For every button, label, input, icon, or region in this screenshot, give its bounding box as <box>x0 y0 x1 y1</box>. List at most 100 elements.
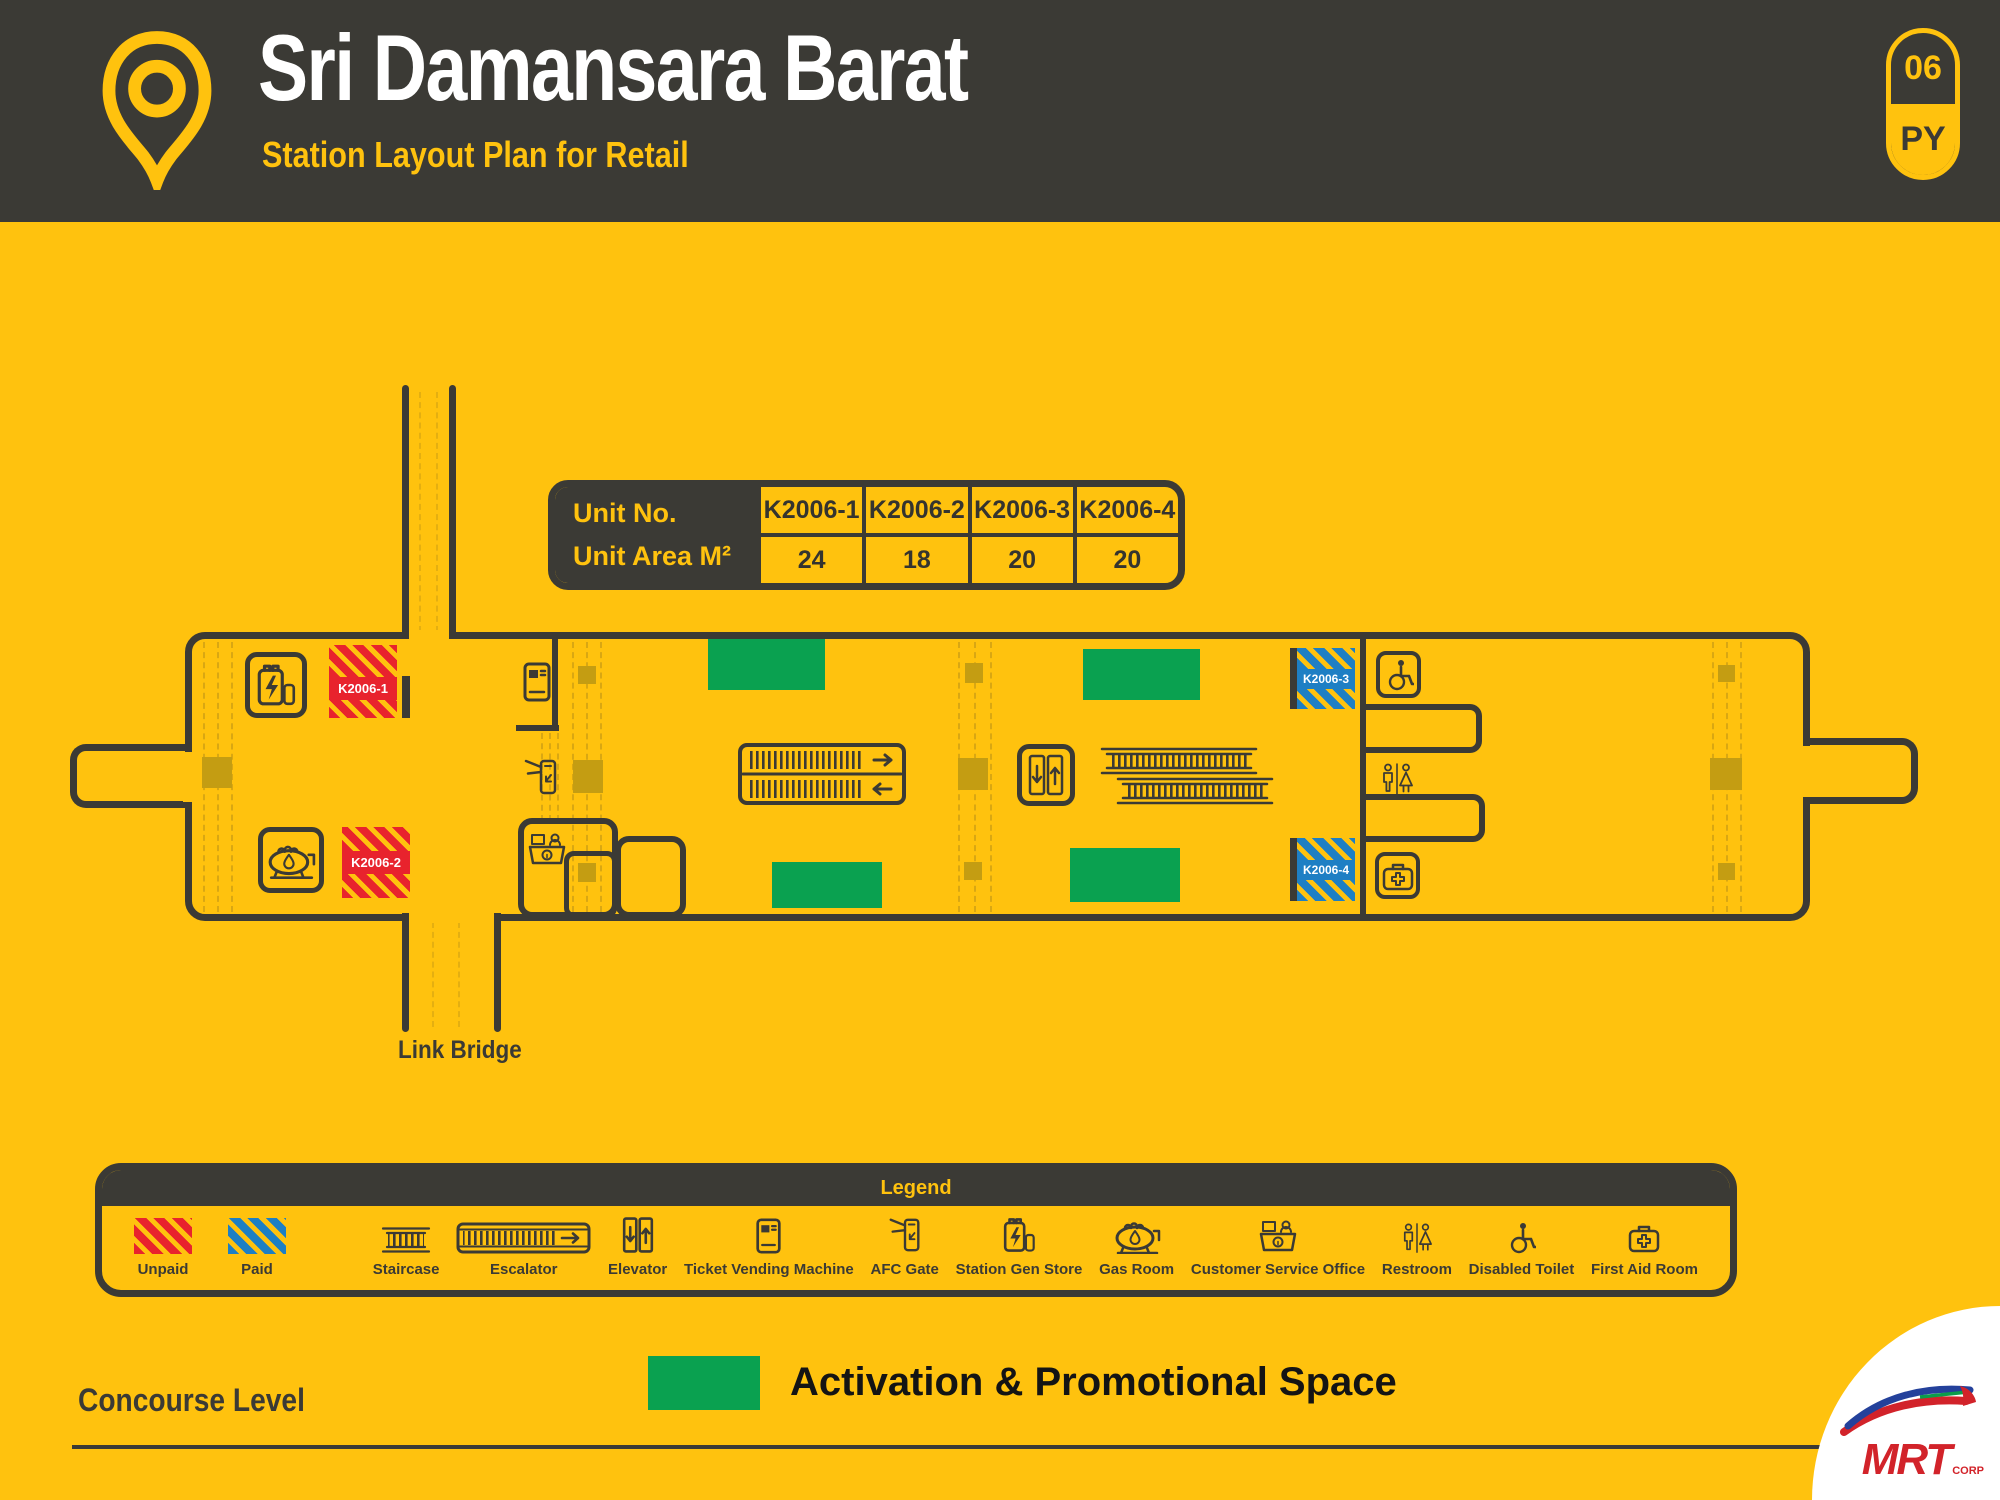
unit-label: K2006-2 <box>342 851 410 874</box>
mrt-logo-text: MRT CORP <box>1861 1435 1984 1484</box>
customer-service-office-icon <box>528 833 566 865</box>
station-code: PY <box>1891 104 1955 175</box>
link-bridge-wall <box>402 913 409 1032</box>
unit-area: 20 <box>1113 545 1142 574</box>
unit-no: K2006-3 <box>971 487 1073 537</box>
promo-space-rect <box>772 862 882 908</box>
disabled-toilet-room <box>1376 651 1421 698</box>
legend-item-gen-store: Station Gen Store <box>956 1216 1082 1278</box>
hatch-band <box>1297 688 1355 709</box>
guide-square <box>1718 863 1735 880</box>
unit-column: K2006-4 20 <box>1072 487 1178 583</box>
link-bridge-label: Link Bridge <box>398 1036 522 1064</box>
elevator-room <box>1017 744 1075 806</box>
unit-k2006-1: K2006-1 <box>329 645 397 718</box>
customer-service-office-icon <box>1259 1220 1297 1252</box>
first-aid-room-icon <box>1629 1225 1660 1253</box>
restroom-icon <box>1383 763 1413 795</box>
station-code-badge: 06 PY <box>1886 28 1960 180</box>
unit-wall-stub <box>1290 648 1298 709</box>
first-aid-room-icon <box>1382 863 1413 890</box>
unit-wall-stub <box>402 676 410 718</box>
hall-outline-wall <box>185 632 1810 921</box>
legend-item-restroom: Restroom <box>1382 1222 1452 1278</box>
unit-wall-stub <box>1290 838 1298 901</box>
unit-label: K2006-4 <box>1297 859 1355 880</box>
paid-hatch-icon <box>228 1218 286 1254</box>
afc-gate-icon <box>524 759 557 795</box>
unit-table-row-labels: Unit No. Unit Area M² <box>555 487 757 583</box>
unit-k2006-4: K2006-4 <box>1297 838 1355 901</box>
link-bridge-wall <box>494 913 501 1032</box>
unit-k2006-2: K2006-2 <box>342 827 410 898</box>
legend-item-disabled-toilet: Disabled Toilet <box>1469 1222 1574 1278</box>
elevator-icon <box>622 1217 653 1253</box>
disabled-toilet-icon <box>1511 1223 1537 1254</box>
legend-item-tvm: Ticket Vending Machine <box>684 1218 854 1278</box>
link-bridge-wall <box>402 385 409 635</box>
link-bridge-dashes <box>436 392 438 632</box>
staircase-icon <box>1100 747 1258 775</box>
unit-table: Unit No. Unit Area M² K2006-1 24 K2006-2… <box>548 480 1185 590</box>
mrt-corp-logo: MRT CORP <box>1812 1306 2000 1500</box>
guide-square <box>1718 665 1735 682</box>
promo-space-label: Activation & Promotional Space <box>790 1360 1397 1404</box>
legend-item-unpaid: Unpaid <box>134 1218 192 1278</box>
interior-wall <box>516 725 559 731</box>
legend-swatch-group: Unpaid Paid <box>134 1218 286 1278</box>
row-label-unit-no: Unit No. <box>573 498 677 528</box>
unit-area: 24 <box>797 545 826 574</box>
interior-wall <box>552 637 558 731</box>
ticket-vending-machine-icon <box>756 1218 782 1254</box>
promo-space-swatch <box>648 1356 760 1410</box>
legend-item-paid: Paid <box>228 1218 286 1278</box>
afc-gate-icon <box>889 1218 920 1252</box>
gas-room <box>258 827 324 893</box>
unit-column: K2006-3 20 <box>967 487 1073 583</box>
escalator-icon <box>738 743 906 805</box>
legend-item-cso: Customer Service Office <box>1191 1218 1365 1278</box>
promo-space-rect <box>1083 649 1200 700</box>
guide-square <box>965 663 983 683</box>
hatch-band <box>1297 648 1355 669</box>
interior-wall <box>1360 639 1366 914</box>
interior-wall-tooth <box>1360 794 1485 842</box>
unit-no: K2006-2 <box>866 487 968 537</box>
hatch-band <box>329 700 397 718</box>
unit-k2006-3: K2006-3 <box>1297 648 1355 709</box>
legend-item-first-aid: First Aid Room <box>1591 1222 1698 1278</box>
unit-no: K2006-1 <box>761 487 863 537</box>
unit-label: K2006-1 <box>329 677 397 700</box>
elevator-icon <box>1028 754 1064 796</box>
line-number: 06 <box>1904 49 1942 87</box>
service-room <box>615 836 686 918</box>
hatch-band <box>1297 879 1355 901</box>
unpaid-hatch-icon <box>134 1218 192 1254</box>
station-gen-store-icon <box>1003 1218 1035 1252</box>
promo-space-rect <box>708 638 825 690</box>
walkway-dashes <box>231 642 233 912</box>
hatch-band <box>329 645 397 677</box>
link-bridge-dashes <box>458 922 460 1027</box>
staircase-icon <box>1116 777 1274 805</box>
station-gen-store-room <box>245 652 307 718</box>
page-subtitle: Station Layout Plan for Retail <box>262 134 689 175</box>
unit-area: 20 <box>1008 545 1037 574</box>
fare-line-dashes <box>557 733 559 821</box>
row-label-unit-area: Unit Area M² <box>573 541 732 571</box>
guide-square <box>958 758 988 790</box>
interior-wall-tooth <box>1360 704 1482 753</box>
level-label: Concourse Level <box>78 1382 305 1418</box>
legend-items: Unpaid Paid Staircase <box>102 1206 1730 1290</box>
page-title: Sri Damansara Barat <box>258 15 969 120</box>
guide-square <box>578 863 596 882</box>
unit-label: K2006-3 <box>1297 668 1355 689</box>
legend-title: Legend <box>102 1170 1730 1206</box>
left-entrance-wall <box>70 744 192 808</box>
unit-no: K2006-4 <box>1076 487 1178 537</box>
promo-space-rect <box>1070 848 1180 902</box>
escalator-icon <box>456 1222 591 1254</box>
legend-item-afc-gate: AFC Gate <box>871 1214 939 1278</box>
first-aid-room <box>1375 852 1420 899</box>
